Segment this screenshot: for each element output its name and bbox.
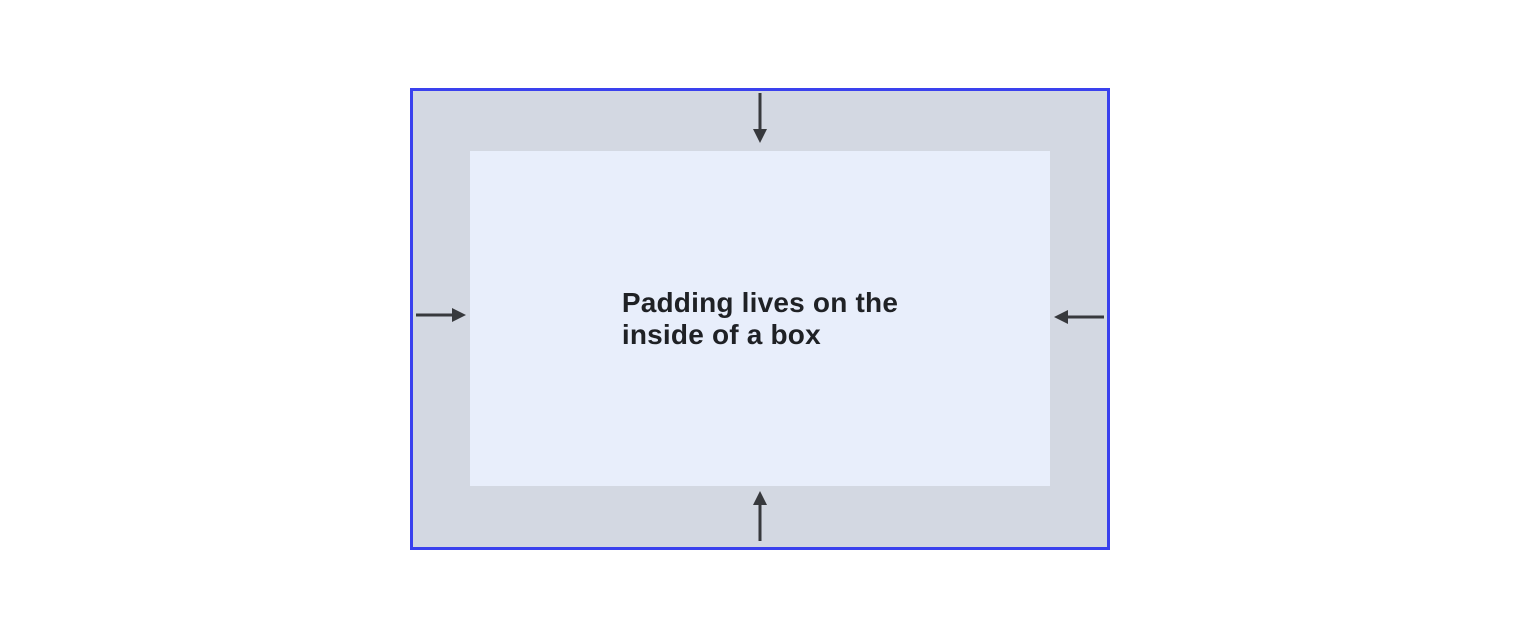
content-box: Padding lives on the inside of a box [470, 151, 1050, 486]
right-arrow-icon [416, 305, 466, 325]
down-arrow-icon [750, 93, 770, 143]
up-arrow-icon [750, 491, 770, 541]
left-arrow-icon [1054, 307, 1104, 327]
padding-caption: Padding lives on the inside of a box [621, 286, 899, 350]
